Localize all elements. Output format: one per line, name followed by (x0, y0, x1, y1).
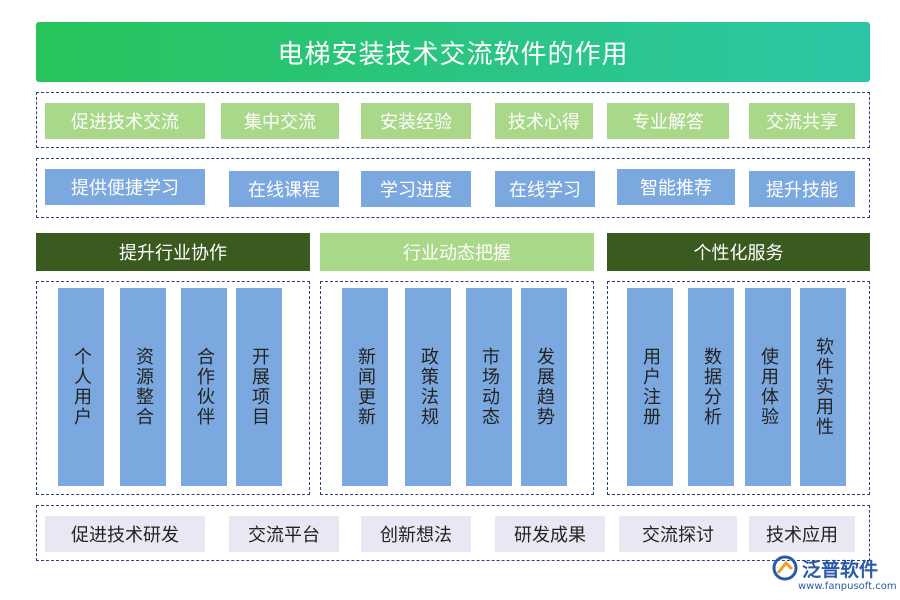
vertical-card: 数据分析 (688, 288, 734, 486)
section-header-collaboration: 提升行业协作 (36, 233, 310, 271)
vertical-card: 市场动态 (466, 288, 512, 486)
row2-tag: 学习进度 (361, 171, 471, 207)
vertical-card: 新闻更新 (342, 288, 388, 486)
row2-tag: 在线课程 (229, 171, 339, 207)
row1-tag: 集中交流 (221, 103, 339, 139)
row1-tag: 专业解答 (607, 103, 729, 139)
vertical-card: 用户注册 (627, 288, 673, 486)
brand-logo: 泛普软件 www.fanpusoft.com (772, 555, 897, 597)
row3-tag: 技术应用 (749, 516, 855, 552)
row3-tag: 创新想法 (361, 516, 471, 552)
brand-mark-icon (772, 555, 798, 581)
vertical-card: 使用体验 (745, 288, 791, 486)
row1-tag: 促进技术交流 (45, 103, 205, 139)
row3-tag: 促进技术研发 (45, 516, 205, 552)
row3-tag: 交流探讨 (619, 516, 737, 552)
title-banner: 电梯安装技术交流软件的作用 (36, 22, 870, 82)
page-title: 电梯安装技术交流软件的作用 (277, 39, 629, 70)
row2-tag: 提供便捷学习 (45, 169, 205, 205)
row3-tag: 交流平台 (229, 516, 339, 552)
row1-box: 促进技术交流 集中交流 安装经验 技术心得 专业解答 交流共享 (36, 92, 870, 148)
row2-tag: 在线学习 (495, 171, 595, 207)
row2-box: 提供便捷学习 在线课程 学习进度 在线学习 智能推荐 提升技能 (36, 158, 870, 218)
section-header-personalized: 个性化服务 (607, 233, 870, 271)
row3-tag: 研发成果 (495, 516, 605, 552)
row2-tag: 提升技能 (749, 171, 855, 207)
row1-tag: 交流共享 (749, 103, 855, 139)
vertical-card: 资源整合 (120, 288, 166, 486)
section-box-collaboration (36, 281, 310, 495)
vertical-card: 发展趋势 (521, 288, 567, 486)
vertical-card: 软件实用性 (800, 288, 846, 486)
row2-tag: 智能推荐 (617, 169, 735, 205)
row1-tag: 技术心得 (495, 103, 593, 139)
brand-name: 泛普软件 (802, 559, 879, 581)
vertical-card: 合作伙伴 (181, 288, 227, 486)
row3-box: 促进技术研发 交流平台 创新想法 研发成果 交流探讨 技术应用 (36, 505, 870, 561)
vertical-card: 开展项目 (236, 288, 282, 486)
section-box-personalized (607, 281, 870, 495)
section-box-dynamics (320, 281, 594, 495)
row1-tag: 安装经验 (361, 103, 471, 139)
vertical-card: 个人用户 (58, 288, 104, 486)
section-header-dynamics: 行业动态把握 (320, 233, 594, 271)
brand-url: www.fanpusoft.com (798, 581, 897, 592)
vertical-card: 政策法规 (405, 288, 451, 486)
